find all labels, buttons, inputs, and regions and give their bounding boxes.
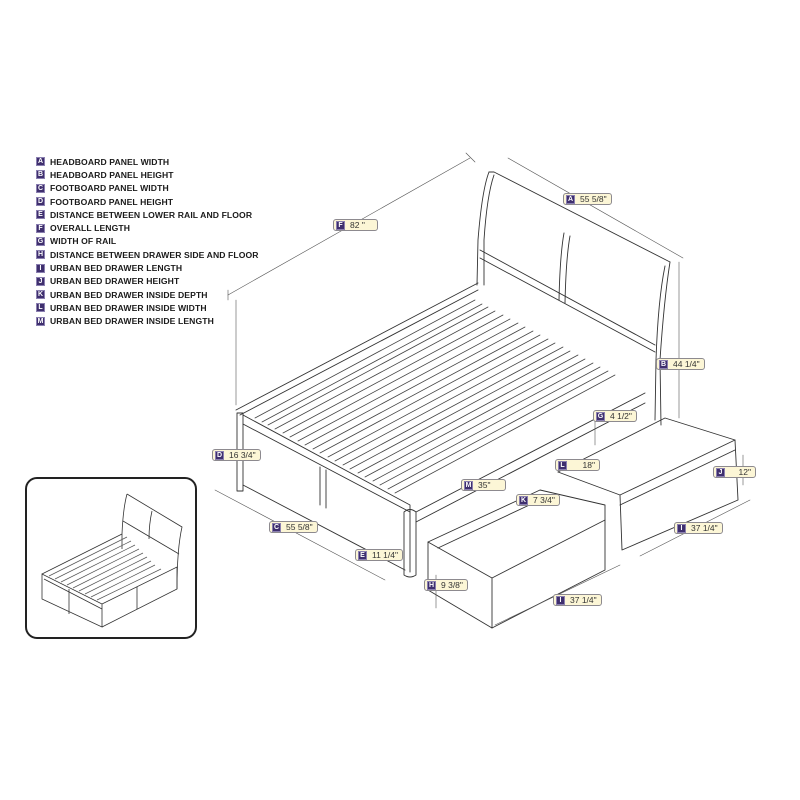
dimension-value: 35" <box>478 480 491 490</box>
dimension-value: 12" <box>738 467 751 477</box>
dimension-label-h: H 9 3/8" <box>424 579 468 591</box>
dimension-key-badge: I <box>677 523 686 533</box>
dimension-key-badge: G <box>596 411 605 421</box>
dimension-key-badge: B <box>659 359 668 369</box>
legend-badge: G <box>36 236 45 246</box>
legend-badge: K <box>36 290 45 300</box>
legend-label: URBAN BED DRAWER LENGTH <box>50 263 183 274</box>
dimension-label-b: B 44 1/4" <box>656 358 705 370</box>
dimension-label-j: J 12" <box>713 466 756 478</box>
dimension-label-i-right: I 37 1/4" <box>674 522 723 534</box>
dimension-label-d: D 16 3/4" <box>212 449 261 461</box>
legend-item-g: G WIDTH OF RAIL <box>36 235 259 248</box>
dimension-value: 37 1/4" <box>691 523 718 533</box>
dimension-value: 9 3/8" <box>441 580 463 590</box>
legend-label: URBAN BED DRAWER HEIGHT <box>50 276 180 287</box>
dimension-label-g: G 4 1/2" <box>593 410 637 422</box>
legend-badge: F <box>36 223 45 233</box>
legend-item-i: I URBAN BED DRAWER LENGTH <box>36 261 259 274</box>
dimension-label-i-left: I 37 1/4" <box>553 594 602 606</box>
legend-item-f: F OVERALL LENGTH <box>36 221 259 234</box>
legend-item-h: H DISTANCE BETWEEN DRAWER SIDE AND FLOOR <box>36 248 259 261</box>
legend-label: FOOTBOARD PANEL WIDTH <box>50 183 169 194</box>
dimension-label-k: K 7 3/4" <box>516 494 560 506</box>
dimension-value: 7 3/4" <box>533 495 555 505</box>
dimension-value: 4 1/2" <box>610 411 632 421</box>
legend-badge: J <box>36 276 45 286</box>
legend-badge: B <box>36 170 45 180</box>
dimension-key-badge: A <box>566 194 575 204</box>
legend-badge: M <box>36 316 45 326</box>
legend-badge: A <box>36 157 45 167</box>
legend-label: FOOTBOARD PANEL HEIGHT <box>50 196 174 207</box>
dimension-key-badge: K <box>519 495 528 505</box>
dimension-label-f: F 82 " <box>333 219 378 231</box>
dimension-label-e: E 11 1/4" <box>355 549 404 561</box>
legend-badge: L <box>36 303 45 313</box>
dimension-value: 82 " <box>350 220 365 230</box>
legend-item-e: E DISTANCE BETWEEN LOWER RAIL AND FLOOR <box>36 208 259 221</box>
dimension-key-badge: L <box>558 460 567 470</box>
dimension-label-c: C 55 5/8" <box>269 521 318 533</box>
dimension-value: 55 5/8" <box>580 194 607 204</box>
dimension-value: 11 1/4" <box>372 550 399 560</box>
dimension-key-badge: C <box>272 522 281 532</box>
legend-label: HEADBOARD PANEL HEIGHT <box>50 169 174 180</box>
dimension-key-badge: D <box>215 450 224 460</box>
dimension-legend: A HEADBOARD PANEL WIDTH B HEADBOARD PANEL … <box>36 155 259 328</box>
bed-thumbnail-inset <box>25 477 197 639</box>
legend-item-j: J URBAN BED DRAWER HEIGHT <box>36 275 259 288</box>
legend-item-m: M URBAN BED DRAWER INSIDE LENGTH <box>36 315 259 328</box>
dimension-key-badge: F <box>336 220 345 230</box>
legend-label: URBAN BED DRAWER INSIDE WIDTH <box>50 302 207 313</box>
legend-badge: C <box>36 183 45 193</box>
legend-label: OVERALL LENGTH <box>50 223 131 234</box>
dimension-key-badge: M <box>464 480 473 490</box>
legend-label: WIDTH OF RAIL <box>50 236 117 247</box>
dimension-value: 37 1/4" <box>570 595 597 605</box>
legend-label: URBAN BED DRAWER INSIDE LENGTH <box>50 316 214 327</box>
dimension-value: 55 5/8" <box>286 522 313 532</box>
legend-item-c: C FOOTBOARD PANEL WIDTH <box>36 182 259 195</box>
dimension-label-a: A 55 5/8" <box>563 193 612 205</box>
bed-thumbnail-drawing <box>41 493 183 628</box>
dimension-key-badge: J <box>716 467 725 477</box>
legend-badge: I <box>36 263 45 273</box>
dimension-label-l: L 18" <box>555 459 600 471</box>
dimension-value: 18" <box>582 460 595 470</box>
legend-item-l: L URBAN BED DRAWER INSIDE WIDTH <box>36 301 259 314</box>
legend-label: DISTANCE BETWEEN LOWER RAIL AND FLOOR <box>50 209 253 220</box>
legend-item-a: A HEADBOARD PANEL WIDTH <box>36 155 259 168</box>
dimension-key-badge: E <box>358 550 367 560</box>
dimension-label-m: M 35" <box>461 479 506 491</box>
dimension-value: 16 3/4" <box>229 450 256 460</box>
dimension-key-badge: I <box>556 595 565 605</box>
legend-badge: H <box>36 250 45 260</box>
legend-badge: E <box>36 210 45 220</box>
dimension-value: 44 1/4" <box>673 359 700 369</box>
legend-item-b: B HEADBOARD PANEL HEIGHT <box>36 168 259 181</box>
legend-item-k: K URBAN BED DRAWER INSIDE DEPTH <box>36 288 259 301</box>
dimension-key-badge: H <box>427 580 436 590</box>
legend-badge: D <box>36 197 45 207</box>
legend-label: DISTANCE BETWEEN DRAWER SIDE AND FLOOR <box>50 249 259 260</box>
legend-item-d: D FOOTBOARD PANEL HEIGHT <box>36 195 259 208</box>
legend-label: HEADBOARD PANEL WIDTH <box>50 156 170 167</box>
legend-label: URBAN BED DRAWER INSIDE DEPTH <box>50 289 208 300</box>
